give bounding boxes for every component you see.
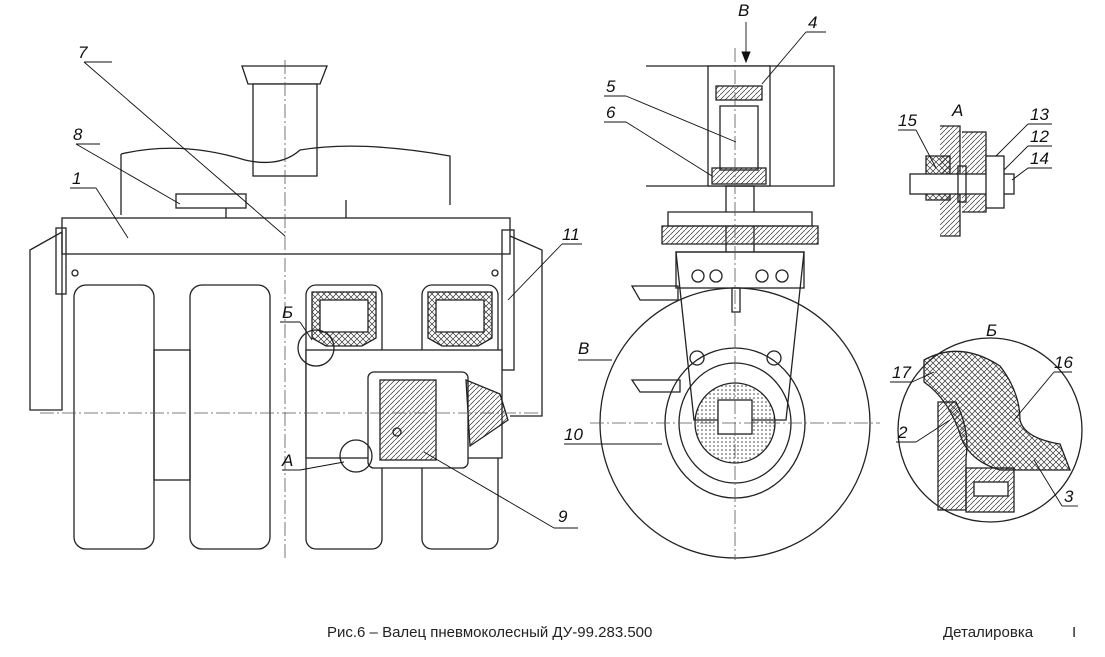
mark-b-front: Б xyxy=(282,303,293,322)
detail-a-title: А xyxy=(951,101,963,120)
view-b-top-label: В xyxy=(738,1,749,20)
callout-2: 2 xyxy=(897,423,908,442)
view-b-side-label: В xyxy=(578,339,589,358)
detail-a-leaders xyxy=(898,123,1052,181)
section-title: Деталировка xyxy=(943,624,1034,641)
callout-16: 16 xyxy=(1054,353,1073,372)
front-leaders xyxy=(70,61,582,529)
callout-3: 3 xyxy=(1064,487,1074,506)
callout-12: 12 xyxy=(1030,127,1049,146)
mark-a-front: А xyxy=(281,451,293,470)
callout-10: 10 xyxy=(564,425,583,444)
detail-b xyxy=(897,337,1083,523)
page-number: I xyxy=(1072,624,1077,641)
callout-4: 4 xyxy=(808,13,817,32)
side-leaders xyxy=(564,22,826,445)
callout-13: 13 xyxy=(1030,105,1049,124)
figure-caption: Рис.6 – Валец пневмоколесный ДУ-99.283.5… xyxy=(327,624,653,641)
side-centerlines xyxy=(590,48,880,560)
callout-15: 15 xyxy=(898,111,917,130)
callout-7: 7 xyxy=(78,43,88,62)
front-centerlines xyxy=(40,60,540,560)
detail-a xyxy=(909,125,1015,237)
callout-1: 1 xyxy=(72,169,81,188)
callout-8: 8 xyxy=(73,125,83,144)
callout-11: 11 xyxy=(562,225,580,244)
callout-9: 9 xyxy=(558,507,568,526)
detail-b-leaders xyxy=(890,371,1078,507)
callout-14: 14 xyxy=(1030,149,1049,168)
detail-b-title: Б xyxy=(986,321,997,340)
callout-6: 6 xyxy=(606,103,616,122)
callout-labels: 7 8 1 11 Б А 9 В 4 5 6 В 10 А 15 13 12 1… xyxy=(72,1,1074,526)
callout-5: 5 xyxy=(606,77,616,96)
front-view xyxy=(29,65,543,550)
callout-17: 17 xyxy=(892,363,911,382)
